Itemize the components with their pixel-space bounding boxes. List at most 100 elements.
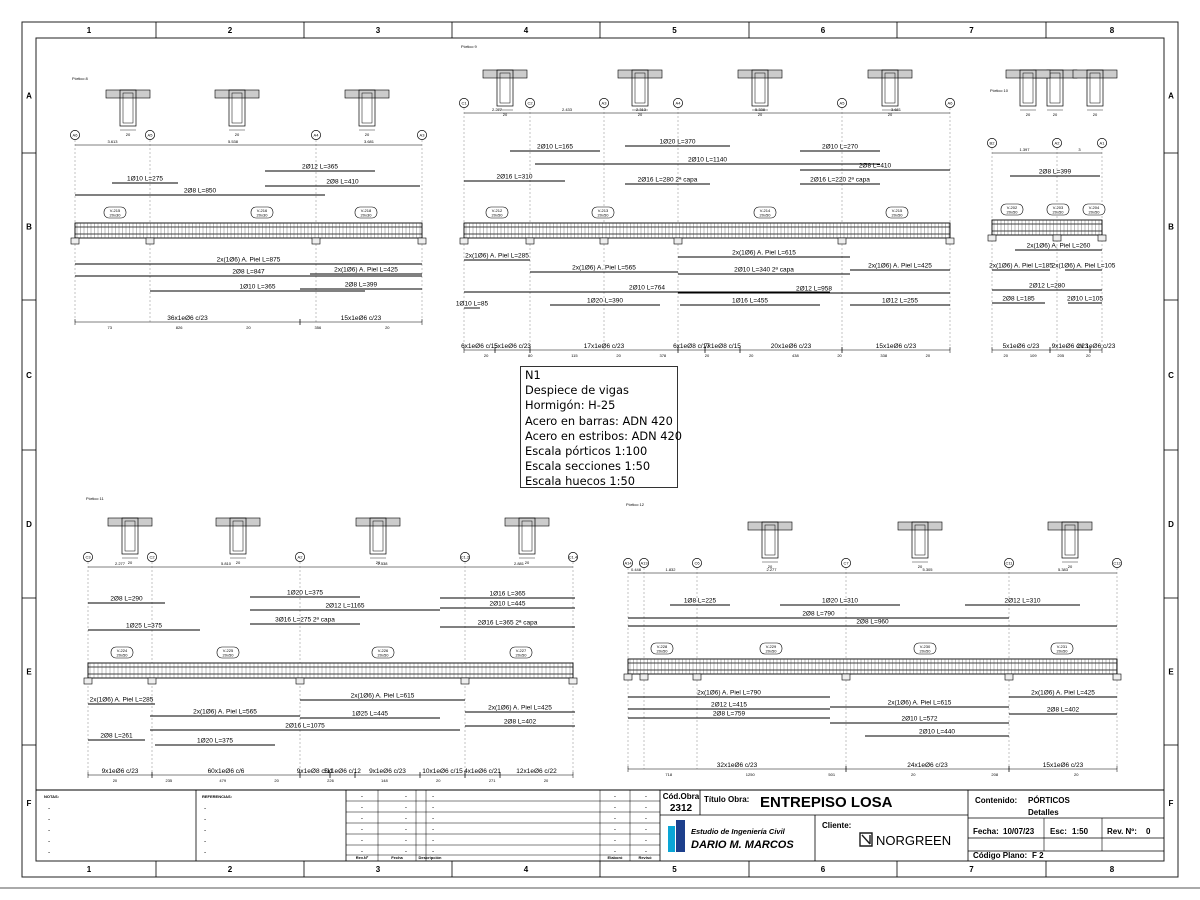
beam-elevation	[623, 658, 1122, 681]
bottom-bar-label: 2x(1Ø6) A. Piel L=285	[90, 697, 154, 704]
bottom-bar: 1Ø25 L=445	[300, 711, 440, 719]
beam-section: 20	[355, 517, 401, 565]
bottom-bar: 1Ø10 L=85	[456, 301, 489, 309]
bottom-bar: 2Ø8 L=759	[628, 711, 830, 719]
axis-label: A2	[1055, 141, 1061, 146]
studio-logo-bar-cyan	[668, 826, 675, 852]
beam-tag-outline	[216, 646, 240, 659]
beam-body	[991, 219, 1103, 236]
note-line-4: Acero en estribos: ADN 420	[525, 428, 683, 443]
dimension-label: 20	[385, 325, 390, 330]
bottom-bar: 2Ø10 L=764	[464, 285, 830, 293]
axis-bubble	[459, 98, 469, 108]
rev-dash: -	[361, 826, 363, 833]
span-label: 3.613	[107, 139, 118, 144]
grid-col-label-top: 4	[524, 26, 529, 35]
codigo-value: F 2	[1032, 851, 1044, 860]
grid-row-label-left: A	[26, 92, 32, 101]
beam-tag-outline	[509, 646, 533, 659]
stirrup-label: 20x1eØ6 c/23	[771, 343, 812, 350]
axis-bubble	[295, 552, 305, 562]
dimension-label: 20	[926, 353, 931, 358]
stirrup-label: 9x1eØ6 c/23	[1052, 343, 1089, 350]
column-stub	[837, 237, 847, 245]
ref-dash: -	[204, 827, 206, 834]
bottom-bar: 2x(1Ø6) A. Piel L=790	[628, 690, 830, 698]
rev-header: Elaboró	[608, 855, 623, 860]
notas-label: NOTAS:	[44, 794, 59, 799]
bottom-bar: 2Ø8 L=402	[465, 719, 575, 727]
bottom-bar: 2Ø8 L=185	[992, 296, 1045, 304]
section-web	[1061, 521, 1079, 559]
rev-dash: -	[432, 793, 434, 800]
column-stub	[1112, 673, 1122, 681]
beam-tag-outline	[650, 642, 674, 655]
axis-bubble	[673, 98, 683, 108]
stirrup-group: 2x 1eØ6 c/23	[1077, 343, 1116, 353]
bottom-bar: 2Ø12 L=415	[628, 702, 830, 710]
beam-tag-size: 20x50	[892, 213, 904, 218]
section-stirrup	[1089, 72, 1101, 104]
dimension-label: 356	[315, 325, 322, 330]
dimension-label: 20	[616, 353, 621, 358]
dimension-label: 338	[880, 353, 887, 358]
column-stub	[145, 237, 155, 245]
beam-tag-size: 20x50	[378, 653, 390, 658]
bottom-bar: 2x(1Ø6) A. Piel L=285	[88, 697, 155, 705]
bottom-bar-label: 2x(1Ø6) A. Piel L=565	[193, 709, 257, 716]
section-slab	[897, 521, 943, 531]
stirrup-label: 9x1eØ6 c/23	[102, 768, 139, 775]
bottom-bar: 2Ø8 L=261	[88, 733, 145, 741]
beam-section: 20	[107, 517, 153, 565]
axis-label: C2	[149, 555, 155, 560]
beam-tag-size: 20x50	[117, 653, 129, 658]
section-width-label: 20	[236, 560, 241, 565]
dimension-label: 20	[837, 353, 842, 358]
beam-tag-size: 20x50	[1053, 210, 1065, 215]
section-web	[1046, 69, 1064, 107]
beam-section: 20	[344, 89, 390, 137]
span-label: 3.681	[364, 139, 375, 144]
bottom-bar-label: 2x(1Ø6) A. Piel L=425	[1031, 690, 1095, 697]
rev-dash: -	[614, 837, 616, 844]
axis-bubble	[1097, 138, 1107, 148]
section-web	[1019, 69, 1037, 107]
beam-elevation	[459, 222, 955, 245]
axis-label: C7	[843, 561, 849, 566]
section-web	[121, 517, 139, 555]
section-width-label: 20	[128, 560, 133, 565]
top-bar: 2Ø16 L=365 2ª capa	[440, 620, 575, 628]
section-slab	[344, 89, 390, 99]
stirrup-label: 60x1eØ6 c/6	[208, 768, 245, 775]
bottom-bar: 2Ø12 L=958	[678, 286, 950, 294]
grid-col-label-bottom: 2	[228, 865, 233, 874]
beam-body	[463, 222, 951, 239]
stirrup-group: 6x1eØ6 c/15	[461, 343, 498, 353]
section-web	[119, 89, 137, 127]
bottom-bar: 2Ø16 L=1075	[150, 723, 460, 731]
grid-col-label-top: 8	[1110, 26, 1115, 35]
nota-dash: -	[48, 805, 50, 812]
dimension-label: 20	[246, 325, 251, 330]
rev-dash: -	[405, 848, 407, 855]
rev-dash: -	[432, 804, 434, 811]
beam-tag-size: 20x50	[920, 649, 932, 654]
dimension-label: 20	[705, 353, 710, 358]
bottom-bar-label: 2Ø10 L=340 2ª capa	[734, 267, 794, 274]
axis-bubble	[837, 98, 847, 108]
axis-label: A1	[1100, 141, 1106, 146]
section-stirrup	[914, 524, 926, 556]
section-slab	[105, 89, 151, 99]
bottom-bar: 2x(1Ø6) A. Piel L=565	[530, 265, 678, 273]
beam-tag-name: V-224	[117, 648, 128, 653]
bottom-bar-label: 2Ø12 L=280	[1029, 283, 1065, 290]
column-stub	[623, 673, 633, 681]
section-web	[1086, 69, 1104, 107]
section-slab	[355, 517, 401, 527]
column-stub	[1052, 234, 1062, 242]
dimension-label: 205	[1057, 353, 1064, 358]
section-slab	[215, 517, 261, 527]
nota-dash: -	[48, 849, 50, 856]
rev-dash: -	[614, 826, 616, 833]
